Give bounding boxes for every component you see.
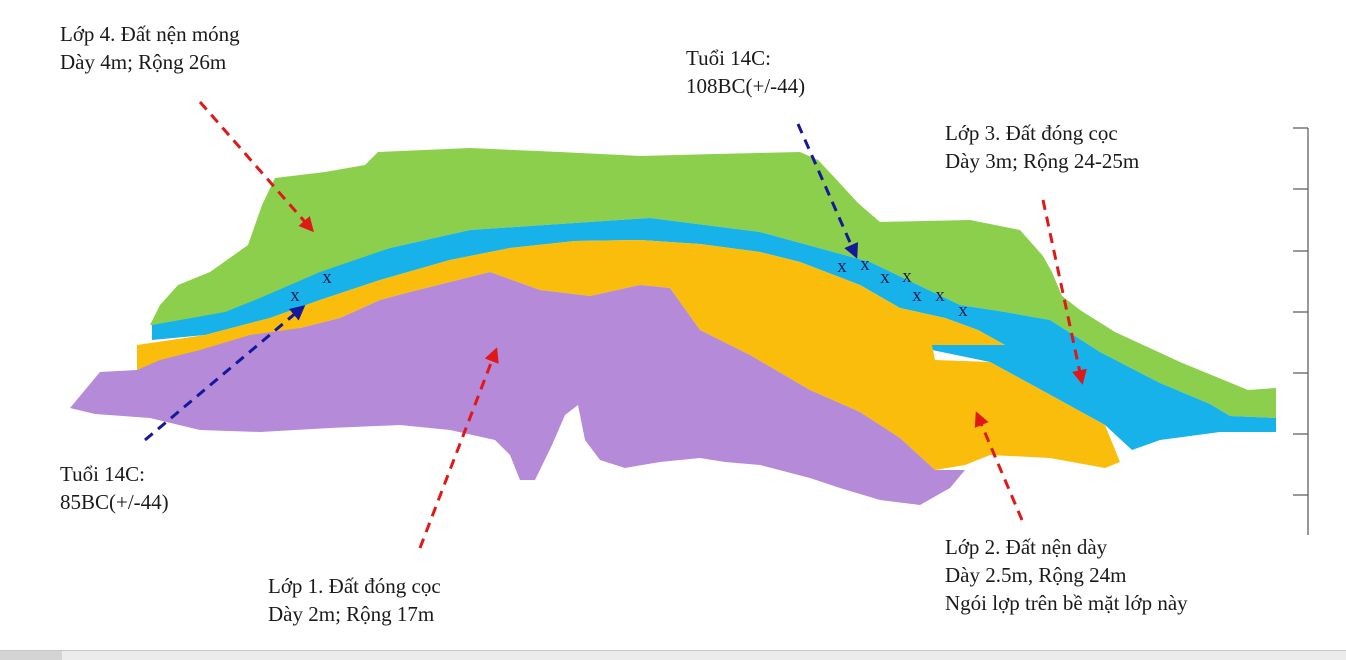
- label-layer-1-title: Lớp 1. Đất đóng cọc: [268, 574, 441, 598]
- window-bottom-bar-segment: [0, 651, 62, 660]
- label-date-top-title: Tuổi 14C:: [686, 46, 772, 70]
- sample-mark: x: [902, 266, 912, 287]
- layer-1-purple: [70, 272, 965, 505]
- label-date-top: Tuổi 14C: 108BC(+/-44): [686, 44, 805, 100]
- label-layer-2-note: Ngói lợp trên bề mặt lớp này: [945, 591, 1188, 615]
- label-date-left-value: 85BC(+/-44): [60, 490, 169, 514]
- label-layer-4: Lớp 4. Đất nện móng Dày 4m; Rộng 26m: [60, 20, 240, 76]
- sample-mark: x: [322, 267, 332, 288]
- sample-mark: x: [958, 300, 968, 321]
- scale-axis: [1293, 127, 1309, 535]
- label-layer-2-title: Lớp 2. Đất nện dày: [945, 535, 1108, 559]
- label-layer-3-title: Lớp 3. Đất đóng cọc: [945, 121, 1118, 145]
- layer-4-green: [150, 148, 1276, 418]
- sample-mark: x: [290, 285, 300, 306]
- arrow-layer2: [974, 411, 1024, 521]
- sample-mark: x: [860, 254, 870, 275]
- label-layer-4-title: Lớp 4. Đất nện móng: [60, 22, 240, 46]
- arrow-layer4: [198, 101, 314, 233]
- sample-mark: x: [837, 256, 847, 277]
- arrow-date-top: [796, 123, 859, 259]
- label-date-left: Tuổi 14C: 85BC(+/-44): [60, 460, 169, 516]
- layer-2-yellow: [137, 240, 1120, 470]
- arrow-date-left: [144, 305, 306, 442]
- label-layer-1: Lớp 1. Đất đóng cọc Dày 2m; Rộng 17m: [268, 572, 441, 628]
- sample-mark: x: [935, 285, 945, 306]
- layer-3-blue: [152, 218, 1276, 450]
- label-layer-2-dims: Dày 2.5m, Rộng 24m: [945, 563, 1127, 587]
- sample-mark: x: [880, 267, 890, 288]
- label-layer-3: Lớp 3. Đất đóng cọc Dày 3m; Rộng 24-25m: [945, 119, 1139, 175]
- label-layer-4-dims: Dày 4m; Rộng 26m: [60, 50, 227, 74]
- label-date-left-title: Tuổi 14C:: [60, 462, 146, 486]
- label-layer-3-dims: Dày 3m; Rộng 24-25m: [945, 149, 1140, 173]
- arrow-layer3: [1041, 199, 1087, 385]
- label-layer-1-dims: Dày 2m; Rộng 17m: [268, 602, 435, 626]
- label-layer-2: Lớp 2. Đất nện dày Dày 2.5m, Rộng 24m Ng…: [945, 533, 1188, 617]
- sample-mark: x: [912, 285, 922, 306]
- arrow-layer1: [418, 347, 499, 549]
- label-date-top-value: 108BC(+/-44): [686, 74, 806, 98]
- window-bottom-bar: [0, 650, 1346, 660]
